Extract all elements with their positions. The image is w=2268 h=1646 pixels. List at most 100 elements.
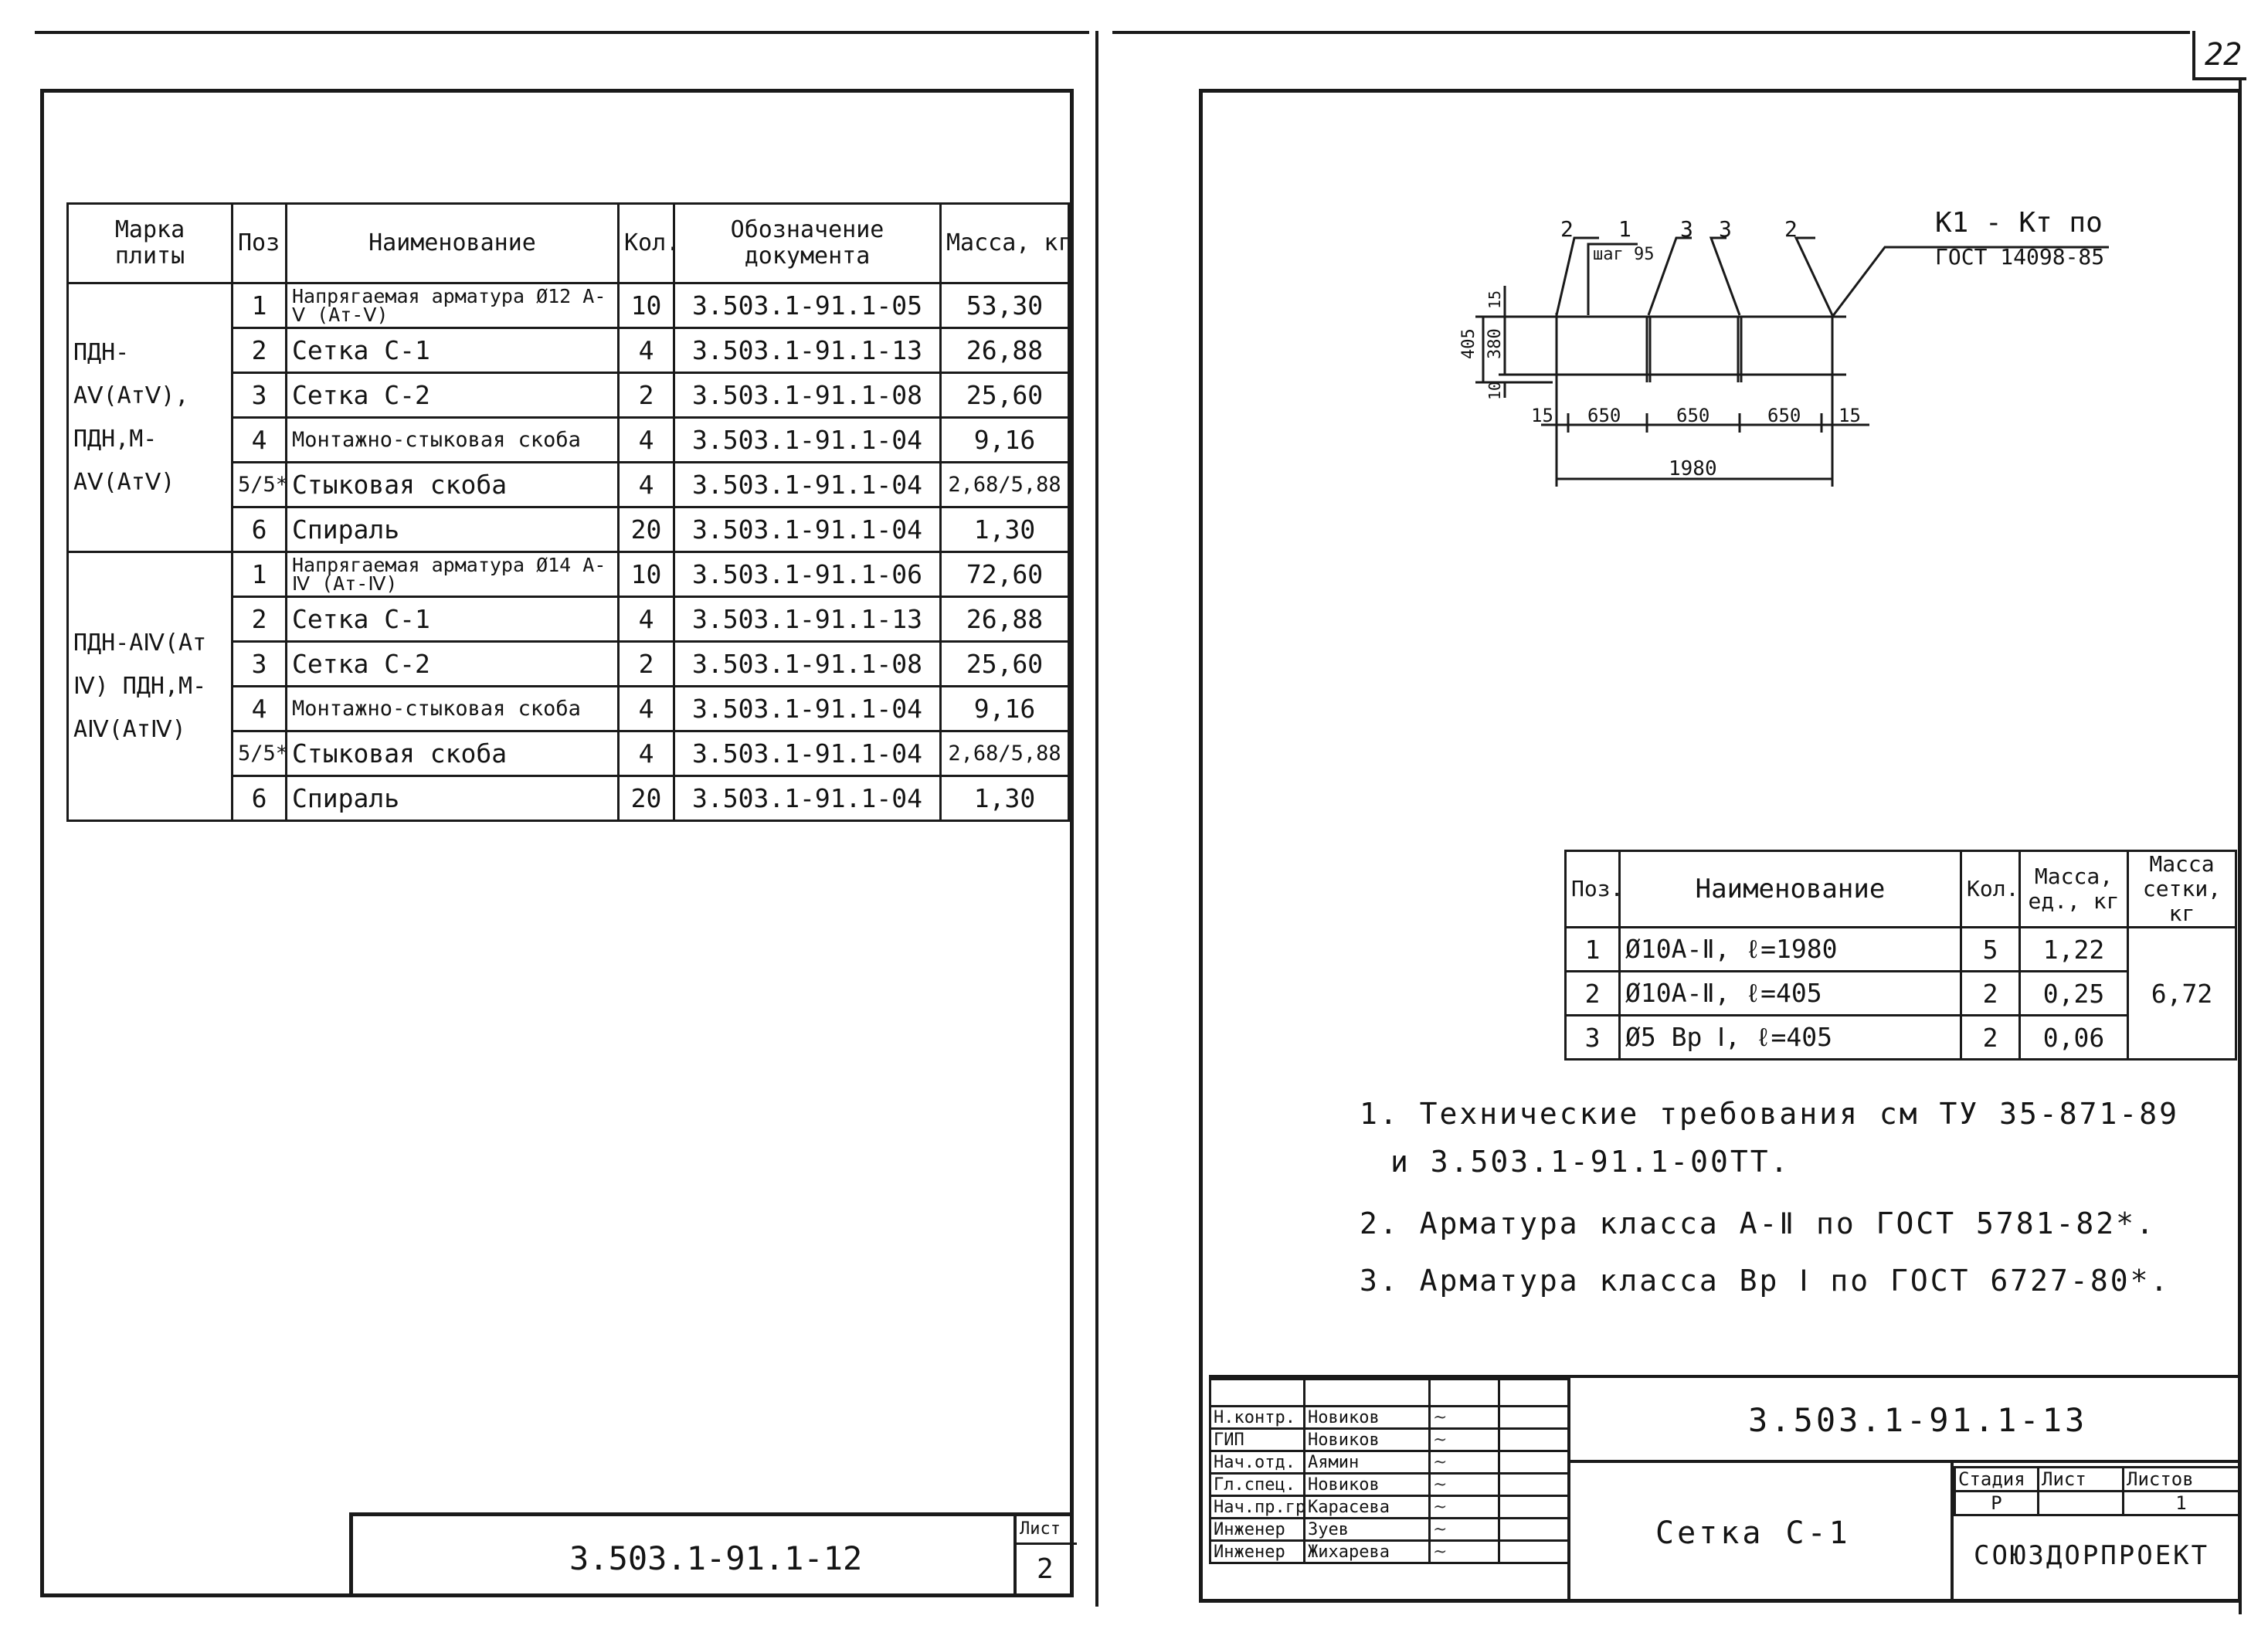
row-doc: 3.503.1-91.1-13 <box>673 327 942 374</box>
dim-inner-h: 380 <box>1485 328 1505 359</box>
leader-kt <box>1831 246 2109 317</box>
title-code: 3.503.1-91.1-13 <box>1748 1401 2088 1439</box>
group-mark: ПДН-АⅣ(Ат Ⅳ) ПДН,М-АⅣ(АтⅣ) <box>66 551 233 822</box>
row-qty: 20 <box>617 506 675 553</box>
row-mass: 72,60 <box>939 551 1070 598</box>
row-name: Напрягаемая арматура Ø14 А-Ⅳ (Ат-Ⅳ) <box>285 551 620 598</box>
row-qty: 20 <box>617 775 675 822</box>
sheet-label: Лист <box>2037 1466 2124 1492</box>
signature: ~ <box>1428 1495 1500 1519</box>
row-name: Напрягаемая арматура Ø12 А-Ⅴ (Ат-Ⅴ) <box>285 282 620 329</box>
row-qty: 4 <box>617 685 675 732</box>
leader-label-3b: 3 <box>1719 216 1732 242</box>
row-mass: 0,25 <box>2018 970 2129 1016</box>
row-qty: 4 <box>617 327 675 374</box>
leader-label-2: 2 <box>1560 216 1574 242</box>
personnel-row: Инженер Жихарева ~ <box>1209 1539 1570 1564</box>
row-name: Ø10А-Ⅱ, ℓ=1980 <box>1618 926 1962 972</box>
left-spec-table: Марка плиты Поз. Наименование Кол. Обозн… <box>66 202 1070 822</box>
dim-span2: 650 <box>1676 405 1709 426</box>
row-pos: 6 <box>231 775 287 822</box>
title-name: Сетка С-1 <box>1655 1515 1851 1551</box>
group-mark: ПДН-АⅤ(АтⅤ), ПДН,М-АⅤ(АтⅤ) <box>66 282 233 553</box>
row-doc: 3.503.1-91.1-06 <box>673 551 942 598</box>
row-qty: 10 <box>617 551 675 598</box>
header-name: Наименование <box>1618 850 1962 928</box>
table-row: 2 Сетка С-1 4 3.503.1-91.1-13 26,88 <box>68 327 1070 374</box>
leader-label-1: 1 <box>1618 216 1631 242</box>
row-pos: 4 <box>231 416 287 463</box>
org-name: СОЮЗДОРПРОЕКТ <box>1974 1540 2210 1571</box>
sheets-value: 1 <box>2122 1490 2240 1516</box>
person-name: Карасева <box>1303 1495 1431 1519</box>
row-doc: 3.503.1-91.1-04 <box>673 685 942 732</box>
page-number: 22 <box>2205 37 2243 73</box>
row-doc: 3.503.1-91.1-04 <box>673 461 942 508</box>
row-mass: 26,88 <box>939 596 1070 643</box>
row-name: Сетка С-1 <box>285 327 620 374</box>
row-mass: 25,60 <box>939 372 1070 419</box>
right-spec-table: Поз. Наименование Кол. Масса, ед., кг Ма… <box>1564 850 2237 1061</box>
row-pos: 4 <box>231 685 287 732</box>
left-stamp: 3.503.1-91.1-12 Лист 2 <box>349 1512 1077 1597</box>
dim-left-edge: 15 <box>1531 405 1553 426</box>
personnel-row: Инженер Зуев ~ <box>1209 1517 1570 1542</box>
row-doc: 3.503.1-91.1-04 <box>673 506 942 553</box>
center-fold-line <box>1095 31 1098 1607</box>
header-unit-mass: Масса, ед., кг <box>2018 850 2129 928</box>
row-pos: 5/5* <box>231 461 287 508</box>
left-stamp-sheet-cell: Лист 2 <box>1013 1516 1077 1597</box>
sheet-value <box>2037 1490 2124 1516</box>
table-row: 3 Ø5 Вр Ⅰ, ℓ=405 2 0,06 <box>1564 1014 2236 1061</box>
stage-label: Стадия <box>1954 1466 2039 1492</box>
row-name: Монтажно-стыковая скоба <box>285 685 620 732</box>
person-name: Аямин <box>1303 1450 1431 1475</box>
row-pos: 3 <box>231 640 287 687</box>
person-role: Н.контр. <box>1209 1405 1305 1430</box>
gost-note: ГОСТ 14098-85 <box>1935 244 2104 270</box>
top-rule-right <box>1112 31 2190 34</box>
row-qty: 4 <box>617 596 675 643</box>
row-doc: 3.503.1-91.1-08 <box>673 372 942 419</box>
note-1: 1. Технические требования см ТУ 35-871-8… <box>1360 1097 2179 1131</box>
row-doc: 3.503.1-91.1-04 <box>673 730 942 777</box>
left-stamp-code: 3.503.1-91.1-12 <box>569 1539 863 1577</box>
sheets-label: Листов <box>2122 1466 2240 1492</box>
row-mass: 2,68/5,88 <box>939 730 1070 777</box>
left-stamp-sheet-divider <box>1017 1542 1077 1545</box>
row-pos: 2 <box>231 327 287 374</box>
note-3: 3. Арматура класса Вр Ⅰ по ГОСТ 6727-80*… <box>1360 1264 2171 1298</box>
personnel-row: Н.контр. Новиков ~ <box>1209 1405 1570 1430</box>
row-mass: 26,88 <box>939 327 1070 374</box>
row-name: Сетка С-2 <box>285 372 620 419</box>
row-name: Сетка С-2 <box>285 640 620 687</box>
signature: ~ <box>1428 1472 1500 1497</box>
header-mesh-mass: Масса сетки, кг <box>2127 850 2237 928</box>
signature: ~ <box>1428 1517 1500 1542</box>
table-row: 2 Ø10А-Ⅱ, ℓ=405 2 0,25 <box>1564 970 2236 1016</box>
personnel-row: ГИП Новиков ~ <box>1209 1427 1570 1452</box>
header-mass: Масса, кг <box>939 202 1070 284</box>
person-name: Новиков <box>1303 1472 1431 1497</box>
table-row: 5/5* Стыковая скоба 4 3.503.1-91.1-04 2,… <box>68 461 1070 508</box>
row-doc: 3.503.1-91.1-05 <box>673 282 942 329</box>
leader-3b <box>1709 236 1741 316</box>
dim-span3: 650 <box>1767 405 1801 426</box>
header-mark: Марка плиты <box>66 202 233 284</box>
row-qty: 4 <box>617 461 675 508</box>
row-qty: 2 <box>617 640 675 687</box>
row-name: Спираль <box>285 775 620 822</box>
row-pos: 3 <box>1564 1014 1621 1061</box>
table-row: 6 Спираль 20 3.503.1-91.1-04 1,30 <box>68 775 1070 822</box>
row-qty: 5 <box>1960 926 2021 972</box>
row-mass: 9,16 <box>939 416 1070 463</box>
person-name: Зуев <box>1303 1517 1431 1542</box>
dim-overall-h: 405 <box>1459 328 1479 359</box>
row-qty: 2 <box>1960 1014 2021 1061</box>
left-spec-header-row: Марка плиты Поз. Наименование Кол. Обозн… <box>66 202 1070 284</box>
row-mass: 53,30 <box>939 282 1070 329</box>
table-row: 4 Монтажно-стыковая скоба 4 3.503.1-91.1… <box>68 416 1070 463</box>
row-pos: 5/5* <box>231 730 287 777</box>
row-pos: 3 <box>231 372 287 419</box>
kt-note: К1 - Кт по <box>1935 207 2103 239</box>
